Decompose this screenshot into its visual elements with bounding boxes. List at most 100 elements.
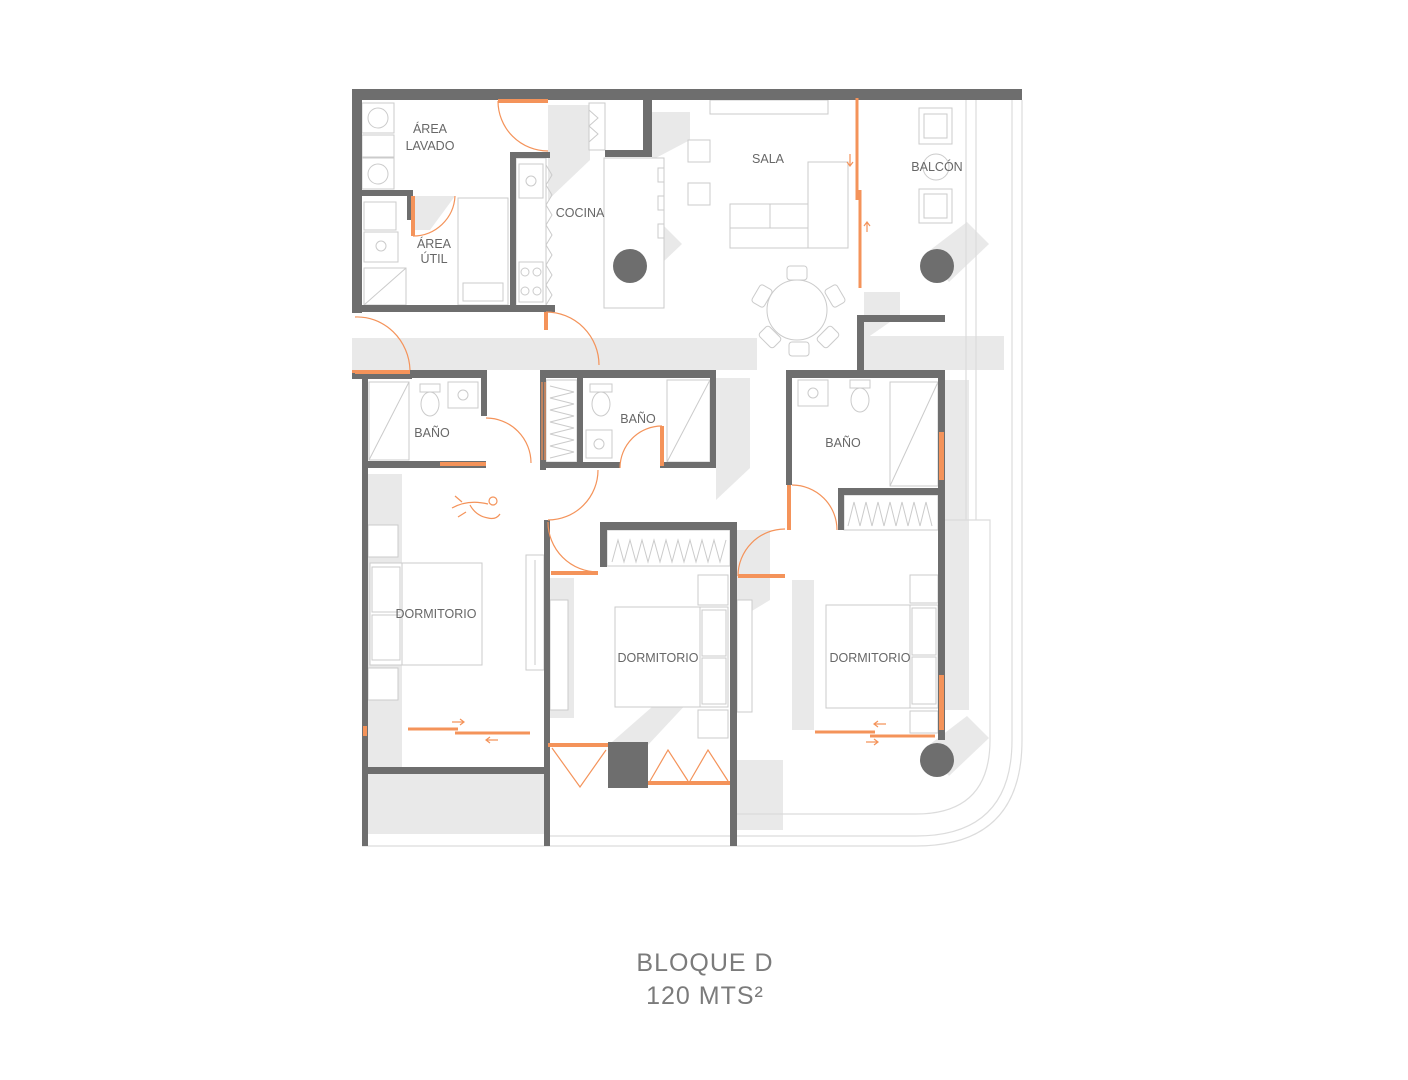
bedroom-2-pillow (701, 609, 727, 657)
wall-balcony-vertical (857, 315, 864, 371)
bath-3-shower-diagonal (889, 381, 939, 487)
wall-kitchen-partition-foot (605, 150, 652, 157)
side-table (687, 182, 711, 206)
kitchen-island (603, 157, 665, 309)
label-bedroom-3: DORMITORIO (829, 651, 910, 665)
wall-bath-2-bottom (540, 462, 620, 468)
wall-bath-2-right (710, 370, 716, 468)
label-balcony: BALCÓN (911, 159, 962, 174)
wall-bedroom-3-closet-side (838, 488, 844, 530)
column-balcony (920, 249, 954, 283)
sliding-arrow-icon (866, 738, 879, 746)
wall-bath-1-bottom (362, 461, 486, 468)
caption-block: BLOQUE D (636, 949, 773, 977)
bed-2-door-shadow (612, 700, 690, 745)
label-kitchen: COCINA (556, 206, 605, 220)
bath-3-door-swing (791, 484, 838, 531)
kitchen-sink (518, 163, 544, 199)
bath-1-door-swing (485, 417, 532, 464)
kitchen-wall-shadow (548, 105, 590, 200)
furniture (361, 99, 953, 739)
bath-2-toilet (591, 391, 611, 417)
sliding-arrow-icon (485, 736, 498, 744)
wall-bedroom-1-bottom (362, 767, 546, 774)
sofa (729, 203, 809, 249)
partition-shadow (652, 112, 690, 160)
label-laundry-line-2: LAVADO (406, 139, 455, 153)
label-utility-line-2: ÚTIL (420, 251, 447, 266)
sofa-chaise (807, 161, 849, 249)
balcony-table (922, 153, 950, 181)
wall-laundry-utility (362, 190, 412, 196)
label-living: SALA (752, 152, 785, 166)
bedroom-3-closet-hatch (847, 501, 933, 527)
util-drain (375, 240, 387, 252)
bedroom-2-desk (549, 599, 569, 711)
bath-2-toilet-tank (589, 383, 613, 393)
bedroom-2-pillow (701, 657, 727, 705)
wall-bath-1-top (362, 370, 487, 378)
cabinet-door-marks (545, 164, 553, 306)
sliding-arrow-icon (452, 718, 465, 726)
terrace-frame (362, 100, 1023, 847)
bath-2-closet (545, 379, 578, 463)
bedroom-3-door-swing (737, 528, 786, 577)
wall-bath-3-top (786, 370, 945, 378)
bedroom-2-door-swing (547, 521, 599, 573)
bedroom-3-nightstand (909, 710, 939, 734)
bath-2-shower-diagonal (666, 379, 711, 463)
wall-bath-3-left (786, 370, 792, 485)
bath-2-sink (585, 429, 613, 459)
side-table (687, 139, 711, 163)
bedroom-3-desk (736, 599, 753, 713)
util-sink (363, 201, 397, 231)
room-labels: ÁREA LAVADO ÁREA ÚTIL COCINA SALA BALCÓN… (395, 121, 962, 665)
wall-bedroom-1-left (362, 378, 368, 846)
bar-stool (657, 195, 665, 211)
service-door-swing (354, 316, 411, 371)
bedroom-1-window (363, 726, 367, 736)
kitchen-door-swing (545, 311, 600, 366)
dining-table (766, 279, 828, 341)
wall-left-upper (352, 89, 362, 313)
pantry (588, 102, 606, 151)
sliding-arrow-icon (863, 221, 871, 232)
bedroom-2-closet-hatch (611, 538, 727, 564)
bath-1-sink (447, 381, 479, 409)
terrace-outline-inner (548, 100, 1013, 837)
dining-chair (786, 265, 808, 281)
label-bath-3: BAÑO (825, 436, 861, 450)
bath-2-door-swing (619, 425, 663, 469)
balcony-chair-seat (923, 193, 948, 219)
wall-kitchen-partition (643, 100, 652, 157)
bath-3-sink-basin (807, 387, 819, 399)
label-utility-line-1: ÁREA (417, 236, 452, 251)
burner (520, 267, 530, 277)
bath-1-sink-basin (457, 389, 469, 401)
sliding-arrow-icon (873, 720, 886, 728)
bath-1-toilet-tank (419, 383, 441, 393)
columns (613, 249, 954, 777)
wall-bedroom-2-left (544, 520, 550, 846)
utility-door-swing (412, 195, 456, 237)
wall-service-bottom (352, 305, 555, 312)
terrace-outline-outer (362, 100, 1023, 847)
bath-3-toilet-tank (849, 379, 871, 389)
hall-shadow (352, 338, 757, 370)
bedroom-1-pillow (371, 566, 401, 613)
bedroom-2-nightstand (697, 574, 729, 606)
tv-console (709, 99, 829, 115)
bar-stool (657, 167, 665, 183)
balcony-chair-seat (923, 113, 948, 139)
wall-exterior-right (938, 370, 945, 740)
pantry-door-marks (588, 109, 599, 143)
bedroom-3-pillow (911, 656, 937, 705)
burner (532, 267, 542, 277)
bedroom-2-bifold-door (649, 748, 729, 782)
util-toilet-base (363, 231, 399, 263)
dining-chair (824, 284, 846, 308)
laundry-door-swing (497, 100, 549, 152)
bedroom-3-wall-shadow (792, 580, 814, 730)
bedroom-3-pillow (911, 607, 937, 656)
